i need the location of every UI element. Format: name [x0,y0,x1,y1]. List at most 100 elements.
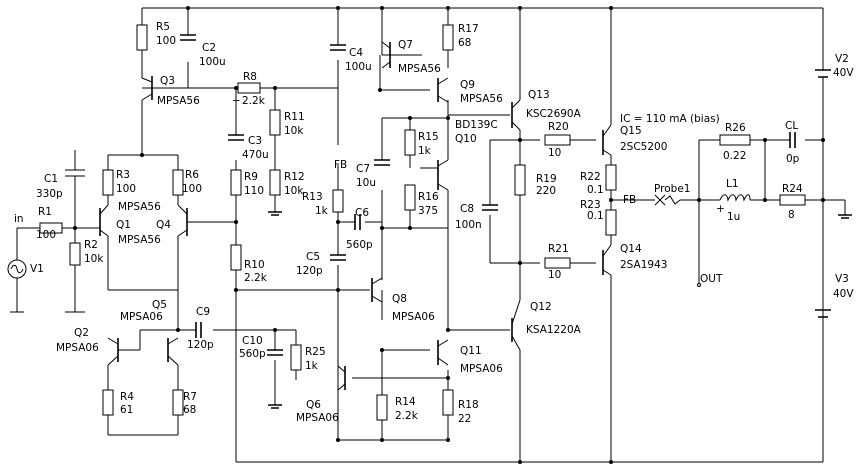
q1-ref: Q1 [116,219,131,231]
q15-ref: Q15 [620,125,642,137]
c10-ref: C10 [242,335,263,347]
c2-ref: C2 [202,42,216,54]
r22-value: 0.1 [587,184,604,196]
q9-ref: Q9 [460,79,475,91]
c5-ref: C5 [306,251,320,263]
r26-ref: R26 [725,122,746,134]
r4-ref: R4 [120,391,134,403]
r10-value: 2.2k [244,272,268,284]
q12-model: KSA1220A [526,324,582,336]
q6-ref: Q6 [306,399,321,411]
r23-value: 0.1 [587,210,604,222]
v2-ref: V2 [835,53,849,65]
q13-model: KSC2690A [526,108,582,120]
c8-ref: C8 [460,203,474,215]
net-fb-in: FB [334,159,347,171]
q12-ref: Q12 [530,301,552,313]
q9-model: MPSA56 [460,93,503,105]
c3-value: 470u [242,149,269,161]
r6-ref: R6 [185,169,199,181]
c2-value: 100u [199,56,226,68]
c7-value: 10u [356,177,376,189]
c10-value: 560p [239,348,266,360]
resistor-bodies [39,24,806,421]
q11-model: MPSA06 [460,363,503,375]
transistor-symbols [99,41,612,391]
c9-ref: C9 [196,306,210,318]
r4-value: 61 [120,404,133,416]
q10-ref: Q10 [455,133,477,145]
r1-value: 100 [36,229,56,241]
q2-model: MPSA06 [56,342,99,354]
q6-model: MPSA06 [296,412,339,424]
q14-model: 2SA1943 [620,259,667,271]
r20-value: 10 [548,147,561,159]
net-fb-out: FB [623,194,636,206]
r3-ref: R3 [116,169,130,181]
r23-ref: R23 [580,199,601,211]
r12-ref: R12 [284,171,305,183]
c9-value: 120p [187,339,214,351]
q5-model: MPSA06 [120,311,163,323]
r8-value: 2.2k [242,95,266,107]
c1-value: 330p [36,188,63,200]
r17-ref: R17 [458,23,479,35]
r22-ref: R22 [580,171,601,183]
r13-value: 1k [315,205,329,217]
r9-value: 110 [244,185,264,197]
v2-value: 40V [833,67,854,79]
c1-ref: C1 [44,173,58,185]
r21-value: 10 [548,269,561,281]
q5-ref: Q5 [152,299,167,311]
r16-ref: R16 [418,191,439,203]
c7-ref: C7 [356,163,370,175]
misc-symbols [7,69,852,409]
cl-ref: CL [785,120,798,132]
r16-value: 375 [418,205,438,217]
r15-ref: R15 [418,131,439,143]
r25-ref: R25 [305,346,326,358]
q8-model: MPSA06 [392,311,435,323]
v3-value: 40V [833,288,854,300]
r7-value: 68 [183,404,196,416]
r5-value: 100 [156,35,176,47]
r8-minus: − [232,95,241,107]
q3-model: MPSA56 [157,95,200,107]
r2-ref: R2 [84,239,98,251]
l1-plus: + [716,203,725,215]
q4-ref: Q4 [156,219,171,231]
r7-ref: R7 [183,391,197,403]
net-probe: Probe1 [654,183,690,195]
r26-value: 0.22 [723,150,746,162]
q2-ref: Q2 [74,327,89,339]
r14-ref: R14 [395,396,416,408]
q3-ref: Q3 [160,75,175,87]
q8-ref: Q8 [392,293,407,305]
net-out: OUT [700,273,723,285]
r10-ref: R10 [244,259,265,271]
c3-ref: C3 [248,135,262,147]
cl-value: 0p [786,153,800,165]
q7-model: MPSA56 [398,63,441,75]
c8-value: 100n [455,219,482,231]
r14-value: 2.2k [395,410,419,422]
c5-value: 120p [296,265,323,277]
r13-ref: R13 [302,191,323,203]
v3-ref: V3 [835,273,849,285]
q1-model: MPSA56 [118,234,161,246]
net-in: in [14,213,24,225]
r1-ref: R1 [38,206,52,218]
q13-ref: Q13 [528,89,550,101]
capacitor-plates [180,34,796,356]
r12-value: 10k [284,185,304,197]
r17-value: 68 [458,37,471,49]
r2-value: 10k [84,253,104,265]
q7-ref: Q7 [398,39,413,51]
r5-ref: R5 [156,21,170,33]
v1-ref: V1 [30,263,44,275]
q4-model: MPSA56 [118,201,161,213]
r11-ref: R11 [284,111,305,123]
q10-model: BD139C [455,119,498,131]
junctions [73,6,825,464]
